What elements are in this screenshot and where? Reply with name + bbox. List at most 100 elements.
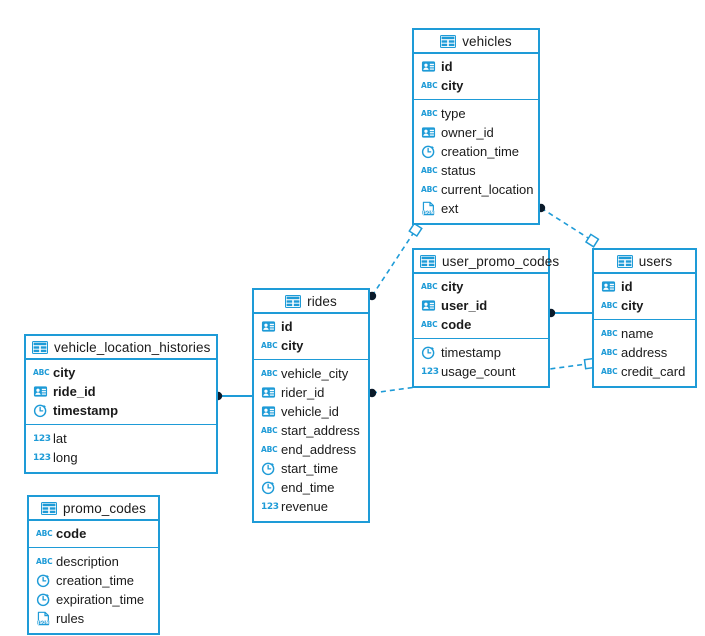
- abc-icon: ABC: [33, 368, 50, 377]
- abc-icon: ABC: [601, 367, 618, 376]
- column-row-start_time[interactable]: start_time: [254, 459, 368, 478]
- column-row-end_time[interactable]: end_time: [254, 478, 368, 497]
- column-label: vehicle_id: [281, 404, 339, 419]
- column-label: end_time: [281, 480, 335, 495]
- table-name: user_promo_codes: [442, 253, 560, 269]
- column-label: address: [621, 345, 668, 360]
- relationship-square-marker: [584, 233, 600, 248]
- primary-key-row-id[interactable]: id: [594, 277, 695, 296]
- column-label: ext: [441, 201, 459, 216]
- primary-key-row-ride_id[interactable]: ride_id: [26, 382, 216, 401]
- table-header-promo_codes[interactable]: promo_codes: [29, 497, 158, 521]
- table-name: rides: [307, 293, 337, 309]
- 123-icon: 123: [33, 453, 51, 463]
- primary-key-row-id[interactable]: id: [414, 57, 538, 76]
- column-label: ride_id: [53, 384, 96, 399]
- table-icon: [616, 254, 633, 268]
- column-label: owner_id: [441, 125, 494, 140]
- column-label: creation_time: [56, 573, 135, 588]
- uuid-badge-icon: [33, 384, 48, 399]
- table-header-user_promo_codes[interactable]: user_promo_codes: [414, 250, 559, 274]
- column-row-timestamp[interactable]: timestamp: [414, 343, 548, 362]
- relationship-square-marker: [408, 222, 423, 238]
- json-icon: JSON: [421, 201, 436, 216]
- relationship-vlh-rides[interactable]: [213, 391, 252, 401]
- column-row-creation_time[interactable]: creation_time: [29, 571, 158, 590]
- column-label: name: [621, 326, 654, 341]
- uuid-badge-icon: [261, 319, 276, 334]
- abc-icon: ABC: [261, 341, 278, 350]
- 123-icon: 123: [33, 434, 51, 444]
- table-icon: [285, 294, 302, 308]
- uuid-badge-icon: [421, 298, 436, 313]
- abc-icon: ABC: [421, 320, 438, 329]
- table-icon: [440, 34, 457, 48]
- column-row-vehicle_id[interactable]: vehicle_id: [254, 402, 368, 421]
- column-label: usage_count: [441, 364, 516, 379]
- table-icon: [41, 501, 58, 515]
- clock-icon: [36, 592, 51, 607]
- table-header-vehicles[interactable]: vehicles: [414, 30, 538, 54]
- relationship-vehicles-users[interactable]: [536, 203, 600, 248]
- primary-key-row-timestamp[interactable]: timestamp: [26, 401, 216, 420]
- 123-icon: 123: [261, 502, 279, 512]
- clock-icon: [261, 461, 276, 476]
- column-row-expiration_time[interactable]: expiration_time: [29, 590, 158, 609]
- relationship-user_promo_codes-users[interactable]: [546, 308, 592, 318]
- column-label: rider_id: [281, 385, 325, 400]
- abc-icon: ABC: [36, 529, 53, 538]
- primary-key-row-user_id[interactable]: user_id: [414, 296, 548, 315]
- table-header-rides[interactable]: rides: [254, 290, 368, 314]
- column-row-owner_id[interactable]: owner_id: [414, 123, 538, 142]
- table-header-users[interactable]: users: [594, 250, 695, 274]
- abc-icon: ABC: [261, 426, 278, 435]
- column-row-ext[interactable]: JSON ext: [414, 199, 538, 218]
- column-label: code: [441, 317, 472, 332]
- column-label: id: [281, 319, 293, 334]
- column-label: id: [621, 279, 633, 294]
- abc-icon: ABC: [421, 81, 438, 90]
- column-row-rider_id[interactable]: rider_id: [254, 383, 368, 402]
- column-label: expiration_time: [56, 592, 145, 607]
- table-header-vehicle_location_histories[interactable]: vehicle_location_histories: [26, 336, 216, 360]
- clock-icon: [261, 480, 276, 495]
- column-row-creation_time[interactable]: creation_time: [414, 142, 538, 161]
- column-label: city: [441, 78, 464, 93]
- primary-key-row-id[interactable]: id: [254, 317, 368, 336]
